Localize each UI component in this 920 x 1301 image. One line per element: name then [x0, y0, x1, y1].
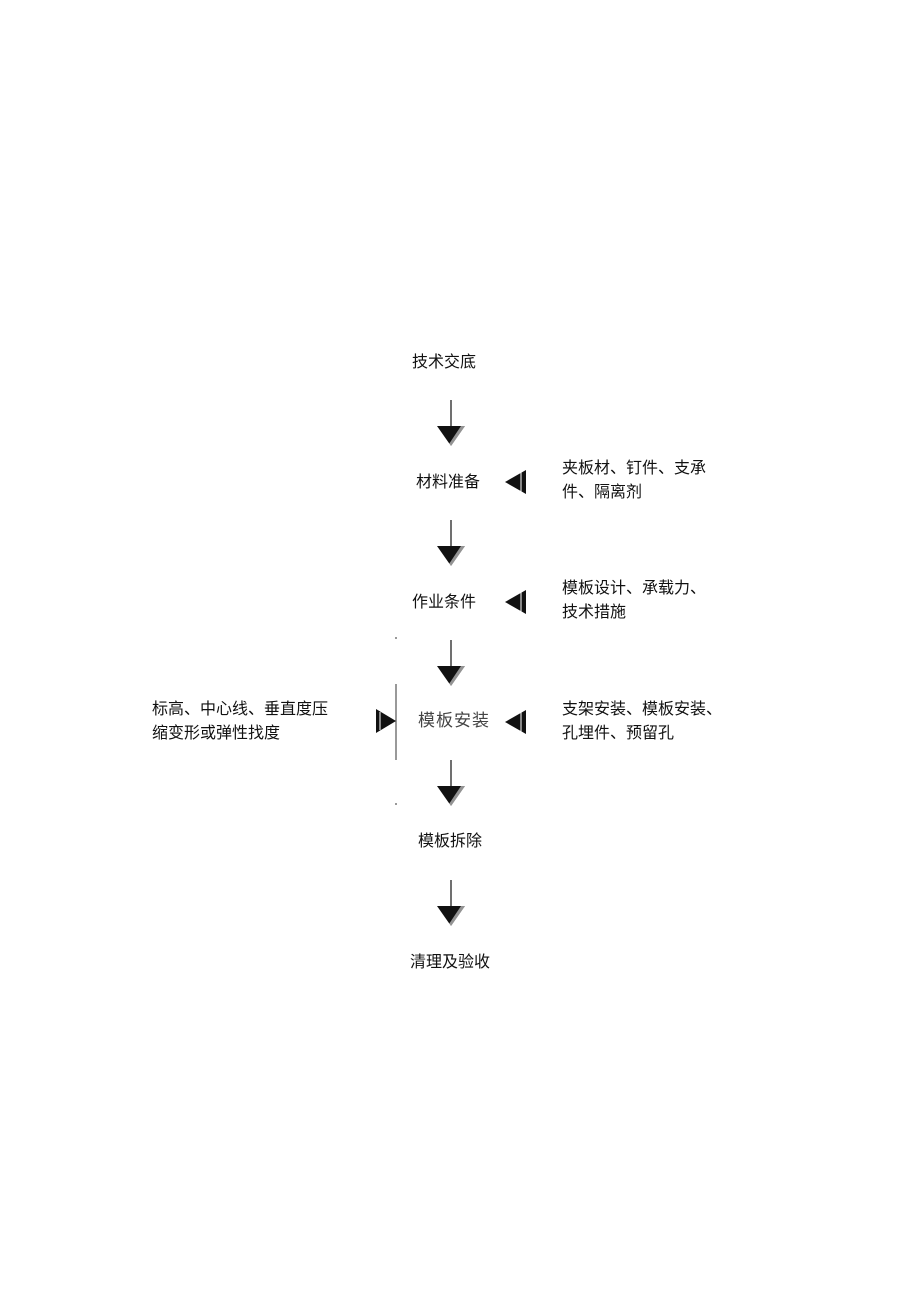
left-arrow-install	[505, 710, 526, 734]
note-install-right-line-1: 支架安装、模板安装、	[562, 699, 723, 718]
step-cleanup-acceptance: 清理及验收	[409, 952, 490, 971]
down-arrow-3	[437, 640, 465, 686]
note-materials: 夹板材、钉件、支承 件、隔离剂	[562, 456, 732, 504]
down-arrow-1	[437, 400, 465, 446]
note-materials-line-1: 夹板材、钉件、支承	[562, 458, 707, 477]
note-install-left: 标高、中心线、垂直度压 缩变形或弹性找度	[152, 697, 329, 745]
step-formwork-removal: 模板拆除	[417, 831, 482, 850]
note-install-left-line-1: 标高、中心线、垂直度压	[152, 699, 329, 718]
note-materials-line-2: 件、隔离剂	[562, 482, 643, 501]
note-conditions: 模板设计、承载力、 技术措施	[562, 576, 732, 624]
note-conditions-line-1: 模板设计、承载力、	[562, 578, 707, 597]
down-arrow-4	[437, 760, 465, 806]
note-conditions-line-2: 技术措施	[562, 602, 627, 621]
down-arrow-2	[437, 520, 465, 566]
install-bracket	[395, 637, 397, 805]
left-arrow-materials	[505, 470, 526, 494]
note-install-right: 支架安装、模板安装、 孔埋件、预留孔	[562, 697, 732, 745]
note-install-right-line-2: 孔埋件、预留孔	[562, 723, 675, 742]
step-work-conditions: 作业条件	[411, 592, 476, 611]
note-install-left-line-2: 缩变形或弹性找度	[152, 723, 281, 742]
right-arrow-install-left	[376, 709, 396, 733]
step-tech-briefing: 技术交底	[411, 352, 476, 371]
left-arrow-conditions	[505, 590, 526, 614]
down-arrow-5	[437, 880, 465, 926]
step-material-prep: 材料准备	[415, 472, 480, 491]
step-formwork-install: 模板安装	[418, 711, 490, 731]
